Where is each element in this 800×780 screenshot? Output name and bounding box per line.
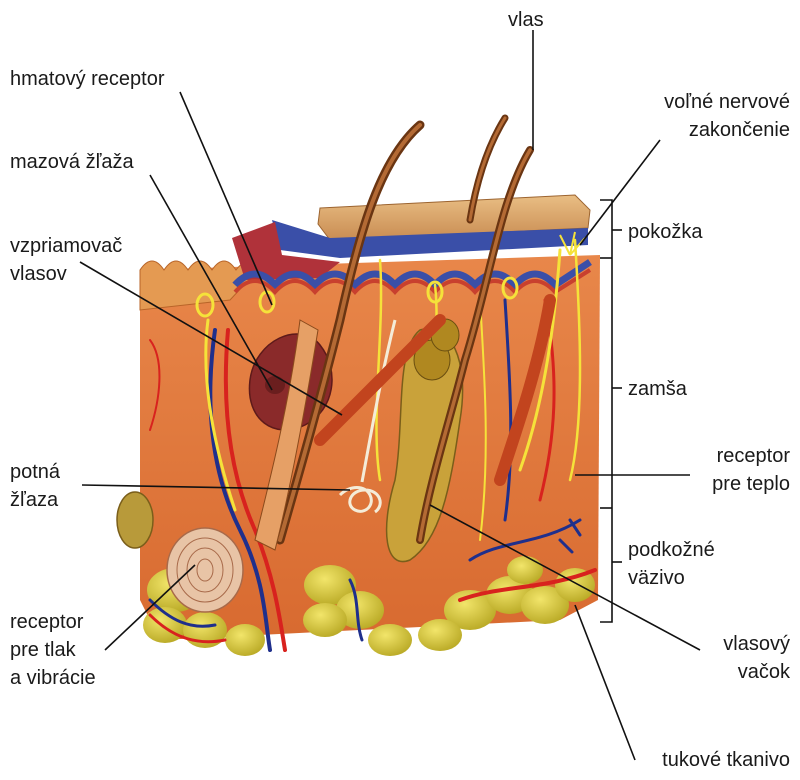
hairs bbox=[254, 114, 534, 551]
label-receptor-tlak-3: a vibrácie bbox=[10, 667, 96, 689]
leader-lines bbox=[79, 30, 701, 761]
label-receptor-teplo-2: pre teplo bbox=[712, 473, 790, 495]
label-potna-2: žľaza bbox=[10, 489, 59, 511]
label-volne-1: voľné nervové bbox=[664, 91, 790, 113]
label-vzpriamovac-1: vzpriamovač bbox=[10, 235, 122, 257]
label-volne-2: zakončenie bbox=[689, 119, 790, 141]
label-tukove-tkanivo: tukové tkanivo bbox=[662, 749, 790, 771]
basement-red-line bbox=[233, 268, 592, 295]
label-vlasovy-2: vačok bbox=[738, 661, 791, 683]
arrector-muscle-1 bbox=[314, 314, 446, 446]
label-vlasovy-1: vlasový bbox=[723, 633, 790, 655]
label-receptor-tlak-2: pre tlak bbox=[10, 639, 77, 661]
label-pokozka: pokožka bbox=[628, 221, 703, 243]
sweat-gland bbox=[338, 319, 397, 514]
arrector-muscle-2 bbox=[494, 294, 556, 486]
label-hmatovy-receptor: hmatový receptor bbox=[10, 68, 165, 90]
labels: vlas hmatový receptor mazová žľaža vzpri… bbox=[10, 9, 791, 771]
epidermis-red-layer bbox=[232, 222, 340, 280]
label-vzpriamovac-2: vlasov bbox=[10, 263, 67, 285]
label-mazova-zlaza: mazová žľaža bbox=[10, 151, 135, 173]
label-vlas: vlas bbox=[508, 9, 544, 31]
blood-vessels bbox=[148, 298, 597, 652]
skin-block bbox=[116, 194, 600, 656]
label-zamsa: zamša bbox=[628, 378, 688, 400]
dermis-region bbox=[140, 255, 600, 640]
bulb-left bbox=[116, 491, 154, 549]
label-podkozne-1: podkožné bbox=[628, 539, 715, 561]
label-receptor-teplo-1: receptor bbox=[717, 445, 791, 467]
pressure-receptor bbox=[166, 527, 244, 613]
label-receptor-tlak-1: receptor bbox=[10, 611, 84, 633]
epidermis-blue-layer bbox=[272, 220, 588, 258]
label-potna-1: potná bbox=[10, 461, 61, 483]
layer-bracket bbox=[600, 199, 622, 623]
label-podkozne-2: väzivo bbox=[628, 567, 685, 589]
